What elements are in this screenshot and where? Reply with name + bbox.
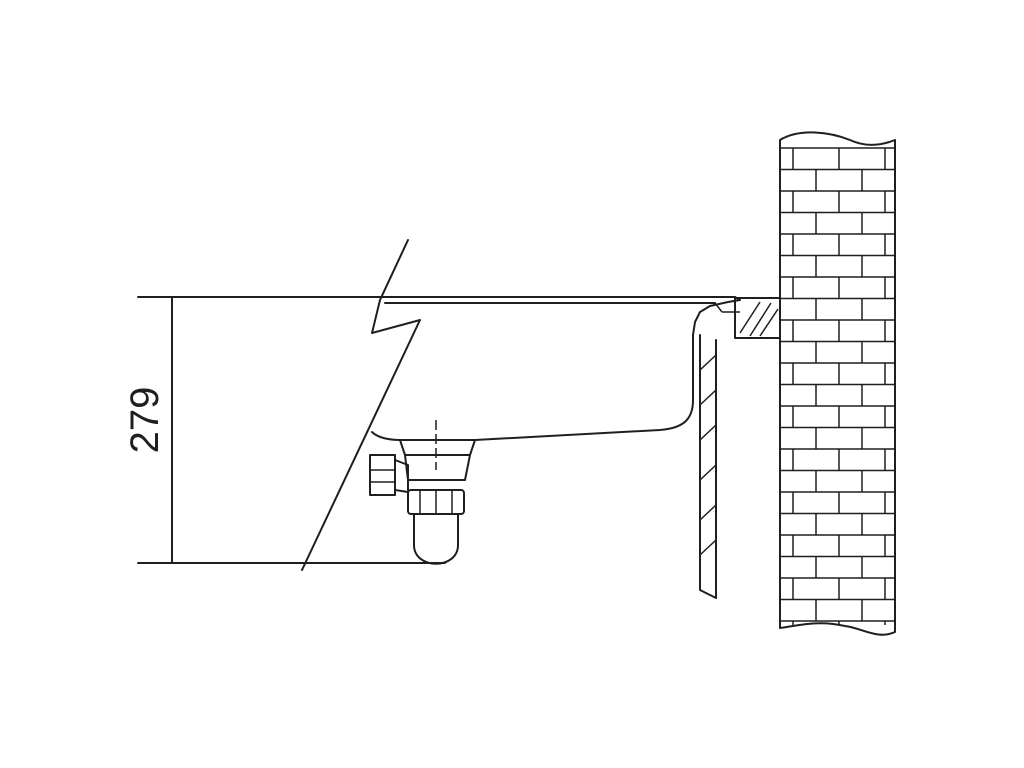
support-leg [699, 334, 717, 599]
height-dimension: 279 [123, 296, 446, 564]
drain-trap [369, 420, 476, 565]
brick-courses [780, 147, 895, 625]
break-line [301, 239, 421, 571]
sink-bowl [371, 296, 741, 441]
brick-wall [779, 131, 896, 636]
wall-bracket [734, 297, 781, 339]
dimension-label: 279 [123, 387, 167, 454]
